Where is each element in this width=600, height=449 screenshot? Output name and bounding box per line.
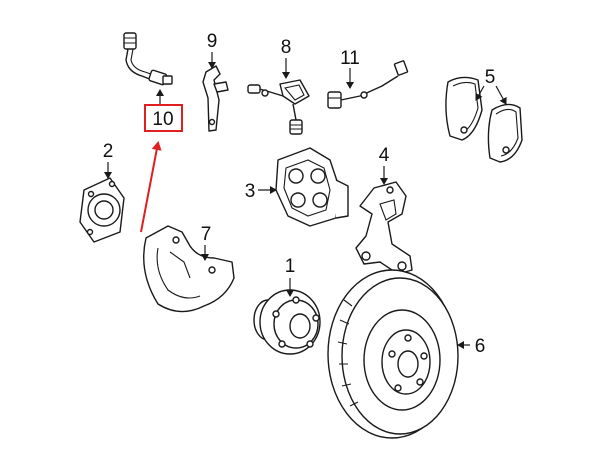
callout-10: 10: [152, 109, 173, 130]
wheel-hub-part: [253, 289, 321, 355]
callout-6: 6: [475, 336, 486, 357]
brake-caliper-part: [275, 147, 349, 227]
leader-5b: [495, 85, 507, 105]
brake-rotor-part: [327, 269, 459, 439]
bracket-part: [202, 65, 229, 132]
callout-8: 8: [281, 37, 292, 58]
callout-2: 2: [103, 141, 114, 162]
callout-5: 5: [485, 67, 496, 88]
splash-shield-part: [143, 225, 235, 313]
wear-sensor-part: [247, 79, 310, 135]
callout-11: 11: [340, 48, 360, 69]
brake-hose-part: [123, 32, 173, 86]
callout-9: 9: [207, 31, 218, 52]
highlight-arrow: [140, 141, 162, 233]
caliper-carrier-part: [355, 181, 413, 275]
sensor-wire-part: [327, 60, 409, 109]
brake-pad-right-part: [487, 103, 523, 163]
callout-4: 4: [379, 145, 390, 166]
callout-7: 7: [201, 224, 212, 245]
leader-5a: [475, 85, 485, 101]
callout-3: 3: [245, 181, 256, 202]
wheel-bearing-part: [79, 177, 125, 243]
highlight-box: [144, 104, 183, 132]
callout-1: 1: [285, 256, 296, 277]
brake-pad-left-part: [445, 76, 483, 141]
